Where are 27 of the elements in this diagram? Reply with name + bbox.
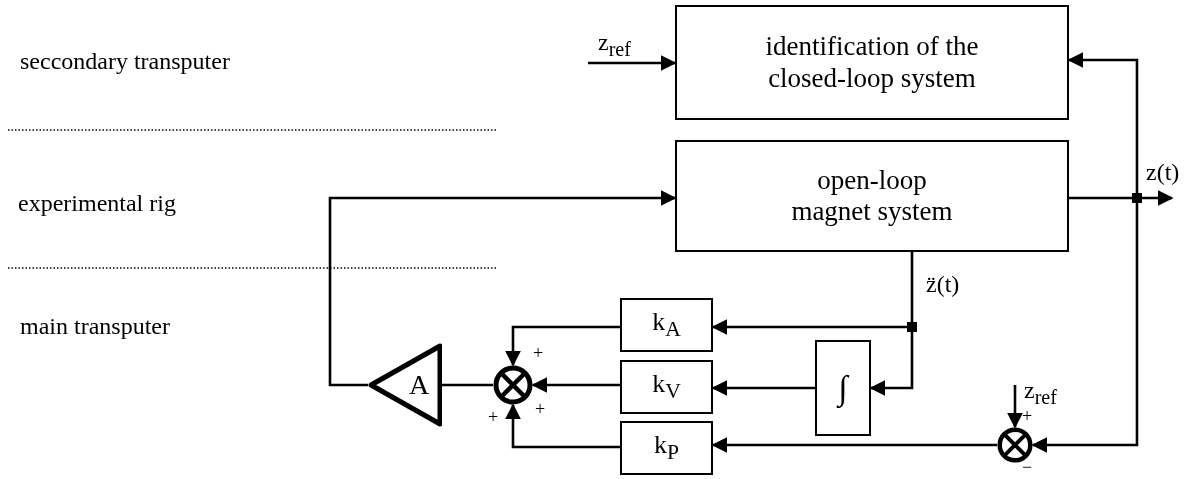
gain-box: k$_{V}$ (620, 360, 713, 414)
amplifier-symbol: A (368, 343, 442, 427)
sign-label: + (1022, 407, 1033, 425)
sign-label: + (535, 400, 546, 418)
section-label: main transputer (20, 313, 170, 340)
sign-label: + (488, 408, 499, 426)
arrow (328, 190, 677, 387)
signal-label: z̈(t) (926, 272, 960, 296)
section-label: seccondary transputer (20, 48, 230, 75)
arrow (1007, 385, 1023, 429)
arrow (505, 325, 620, 367)
process-box: identification of the closed-loop system (675, 5, 1069, 120)
summing-junction (997, 427, 1033, 463)
gain-box: k$_{A}$ (620, 298, 713, 352)
arrow (531, 377, 620, 393)
sign-label: − (1022, 458, 1033, 476)
section-label: experimental rig (18, 190, 176, 217)
summing-junction (493, 365, 533, 405)
gain-box: k$_{P}$ (620, 421, 713, 475)
signal-label: z$_{ref}$ (1024, 378, 1057, 407)
signal-label: z$_{ref}$ (598, 30, 631, 59)
arrow (588, 55, 677, 71)
process-box: open-loop magnet system (675, 140, 1069, 252)
arrow (505, 403, 620, 449)
sign-label: + (533, 344, 544, 362)
signal-label: z(t) (1146, 160, 1180, 184)
integrator-box: ∫ (815, 340, 871, 436)
